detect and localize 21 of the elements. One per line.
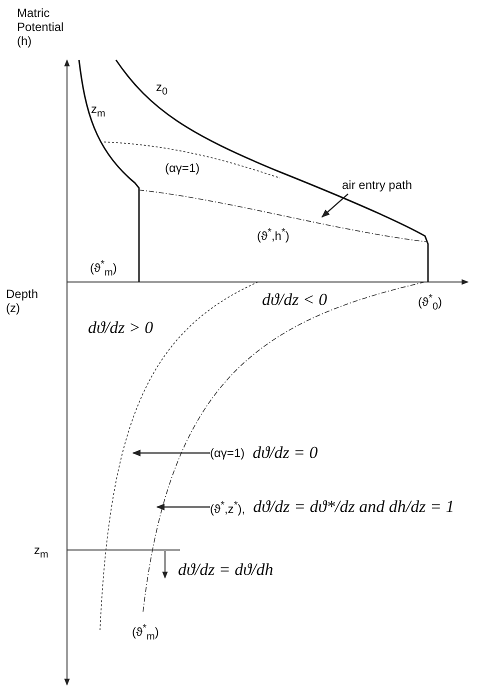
curve-label: z$_{m}$ <box>91 102 106 122</box>
depth-label: z$_{m}$ <box>34 543 48 562</box>
point-label: (ϑ$^{*}$$_{0}$) <box>418 292 442 314</box>
equation: dϑ/dz < 0 <box>262 290 328 310</box>
condition-label: (αγ=1) <box>210 446 245 460</box>
equation: dϑ/dz > 0 <box>88 318 154 338</box>
point-label: (ϑ$^{*}$,h$^{*}$) <box>257 226 290 243</box>
equation: dϑ/dz = 0 <box>252 443 318 463</box>
curve-label: (αγ=1) <box>165 161 200 175</box>
curve-label: z$_{0}$ <box>156 80 168 100</box>
leader-arrow <box>156 504 210 510</box>
equation: dϑ/dz = dϑ/dh <box>178 560 274 580</box>
leader-arrow <box>132 450 210 456</box>
equation: dϑ/dz = dϑ*/dz and dh/dz = 1 <box>253 497 454 517</box>
point-label: (ϑ$^{*}$$_{m}$) <box>90 258 117 280</box>
axis-title: Depth (z) <box>6 287 40 315</box>
annotation-label: air entry path <box>342 178 412 192</box>
condition-label: (ϑ$^{*}$,z$^{*}$), <box>210 498 246 516</box>
leader-arrow <box>321 194 348 218</box>
axis-title: Matric Potential (h) <box>17 6 65 48</box>
point-label: (ϑ$^{*}$$_{m}$) <box>132 622 159 644</box>
